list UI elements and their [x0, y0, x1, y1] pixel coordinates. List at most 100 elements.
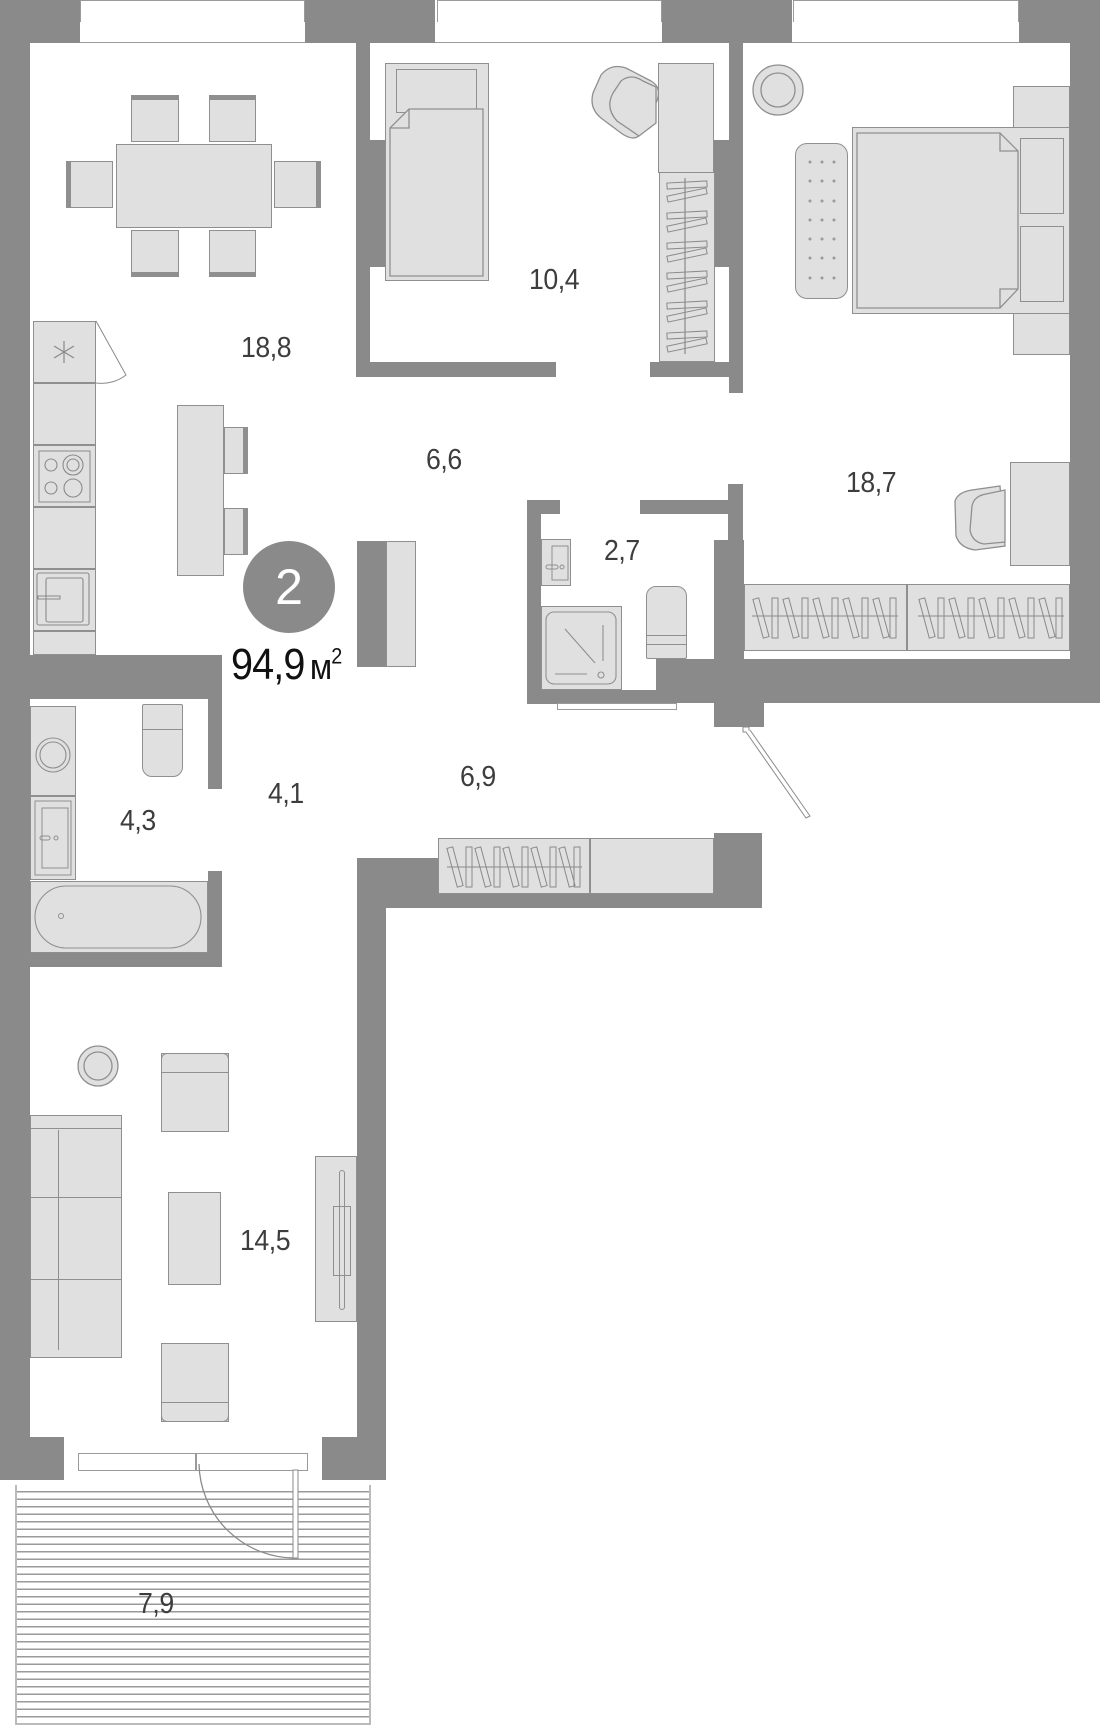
single-bed-pillow [396, 69, 477, 113]
wall-hall-right [714, 833, 762, 908]
dining-chair-top-2 [209, 95, 256, 142]
wall-bathroom-right-upper [208, 699, 222, 789]
wall-wc-left [527, 500, 541, 703]
sofa-arm-top [30, 1128, 122, 1129]
fridge-door-swing-icon [95, 320, 127, 384]
wall-hall-bottom [438, 893, 762, 908]
wc-toilet [646, 586, 687, 659]
wardrobe-hangers-icon [666, 178, 708, 354]
snowflake-icon [53, 341, 75, 363]
wardrobe-master-hangers-icon [752, 597, 1064, 639]
area-label-kitchen-living: 18,8 [241, 332, 292, 364]
wardrobe-master-2 [907, 584, 1070, 651]
wc-washbasin [541, 539, 571, 586]
wall-living-bottom-left [0, 1437, 64, 1480]
balcony-door-swing-icon [198, 1463, 299, 1559]
balcony-window-left [78, 1453, 196, 1471]
bathtub-basin-icon [34, 885, 202, 949]
total-area-value: 94,9 [231, 640, 305, 689]
wall-bathroom-right-lower [208, 871, 222, 966]
coffee-table [168, 1192, 221, 1285]
double-bed-pillow-1 [1020, 138, 1064, 214]
wall-left-upper [0, 0, 30, 655]
sink-icon [36, 572, 90, 626]
area-label-bedroom-small: 10,4 [529, 264, 580, 296]
sofa-back [33, 1130, 59, 1350]
washing-machine [30, 706, 76, 796]
window-bedroom-master-sill [787, 22, 1025, 43]
window-bedroom-master [793, 0, 1019, 24]
kitchen-sink [33, 569, 96, 631]
desk-bedroom [1010, 462, 1070, 566]
wall-entrance-pier [714, 659, 764, 727]
wall-wc-top-left [527, 500, 560, 514]
wall-column-hall [357, 541, 387, 667]
sofa-seam-2 [30, 1279, 122, 1280]
cooktop-burners-icon [38, 450, 91, 503]
sofa-seam-1 [30, 1197, 122, 1198]
kitchen-counter-2 [33, 507, 96, 569]
round-table-living-icon [77, 1045, 119, 1087]
wall-bedroom-small-bottom-left [356, 362, 556, 377]
area-label-hallway: 6,6 [426, 444, 462, 476]
tv-screen-line [339, 1170, 345, 1310]
balcony-deck [15, 1485, 371, 1725]
kitchen-counter-3 [33, 631, 96, 655]
dining-chair-left [66, 161, 113, 208]
wall-kitchen-bathroom [0, 655, 222, 699]
bathroom-toilet [142, 704, 183, 777]
area-label-living-room: 14,5 [240, 1225, 291, 1257]
bathroom-toilet-tank-line [142, 714, 183, 730]
area-label-entrance-hall: 6,9 [460, 761, 496, 793]
round-table-bedroom-icon [752, 64, 804, 116]
sofa [30, 1115, 122, 1358]
window-kitchen-sill [74, 22, 312, 43]
bathroom-faucet-icon [34, 800, 72, 876]
dining-chair-bottom-2 [209, 230, 256, 277]
window-bedroom-small-sill [431, 22, 669, 43]
wall-bathroom-bottom [30, 953, 222, 967]
wardrobe-master-1 [744, 584, 907, 651]
single-bed-blanket-icon [389, 108, 484, 277]
wall-bedroom-small-bottom-right [650, 362, 730, 377]
armchair-top-back [161, 1053, 229, 1073]
shower-drain-icon [545, 611, 617, 685]
desk-chair-icon [591, 65, 660, 139]
kitchen-island [177, 405, 224, 576]
wall-top-left-corner [0, 0, 80, 43]
area-label-wc: 2,7 [604, 535, 640, 567]
total-area-unit: м [309, 646, 332, 687]
wall-wc-bottom [527, 690, 662, 704]
armchair-bottom-back [161, 1402, 229, 1422]
wall-top-pier-1 [305, 0, 435, 43]
bar-stool-1 [224, 427, 248, 474]
wall-left-middle [0, 655, 30, 1455]
bathtub [30, 881, 208, 953]
dining-table [116, 144, 272, 228]
kitchen-counter-1 [33, 383, 96, 445]
tv-stand [315, 1156, 357, 1322]
bar-stool-2 [224, 508, 248, 555]
area-label-corridor: 4,1 [268, 778, 304, 810]
dining-chair-right [274, 161, 321, 208]
dining-chair-top-1 [131, 95, 179, 142]
wall-wc-right-thick [714, 540, 744, 660]
ottoman-dots-icon [808, 160, 836, 280]
wall-top-pier-2 [662, 0, 792, 43]
window-bedroom-small [437, 0, 662, 24]
rooms-count-value: 2 [275, 559, 303, 615]
area-label-bedroom-master: 18,7 [846, 467, 897, 499]
wall-living-bottom-right [322, 1437, 386, 1480]
balcony-door-frame [196, 1453, 308, 1471]
wall-door-jamb-bedroom-small [358, 140, 386, 267]
double-bed-blanket-icon [856, 132, 1019, 309]
area-label-balcony: 7,9 [138, 1588, 174, 1620]
hall-cabinet [386, 541, 416, 667]
wc-vent-grille [557, 703, 677, 710]
wall-wc-top-right [640, 500, 735, 514]
tv [333, 1206, 351, 1276]
wall-living-right [357, 858, 386, 1478]
wc-toilet-tank-line [646, 635, 687, 645]
window-kitchen [80, 0, 305, 24]
